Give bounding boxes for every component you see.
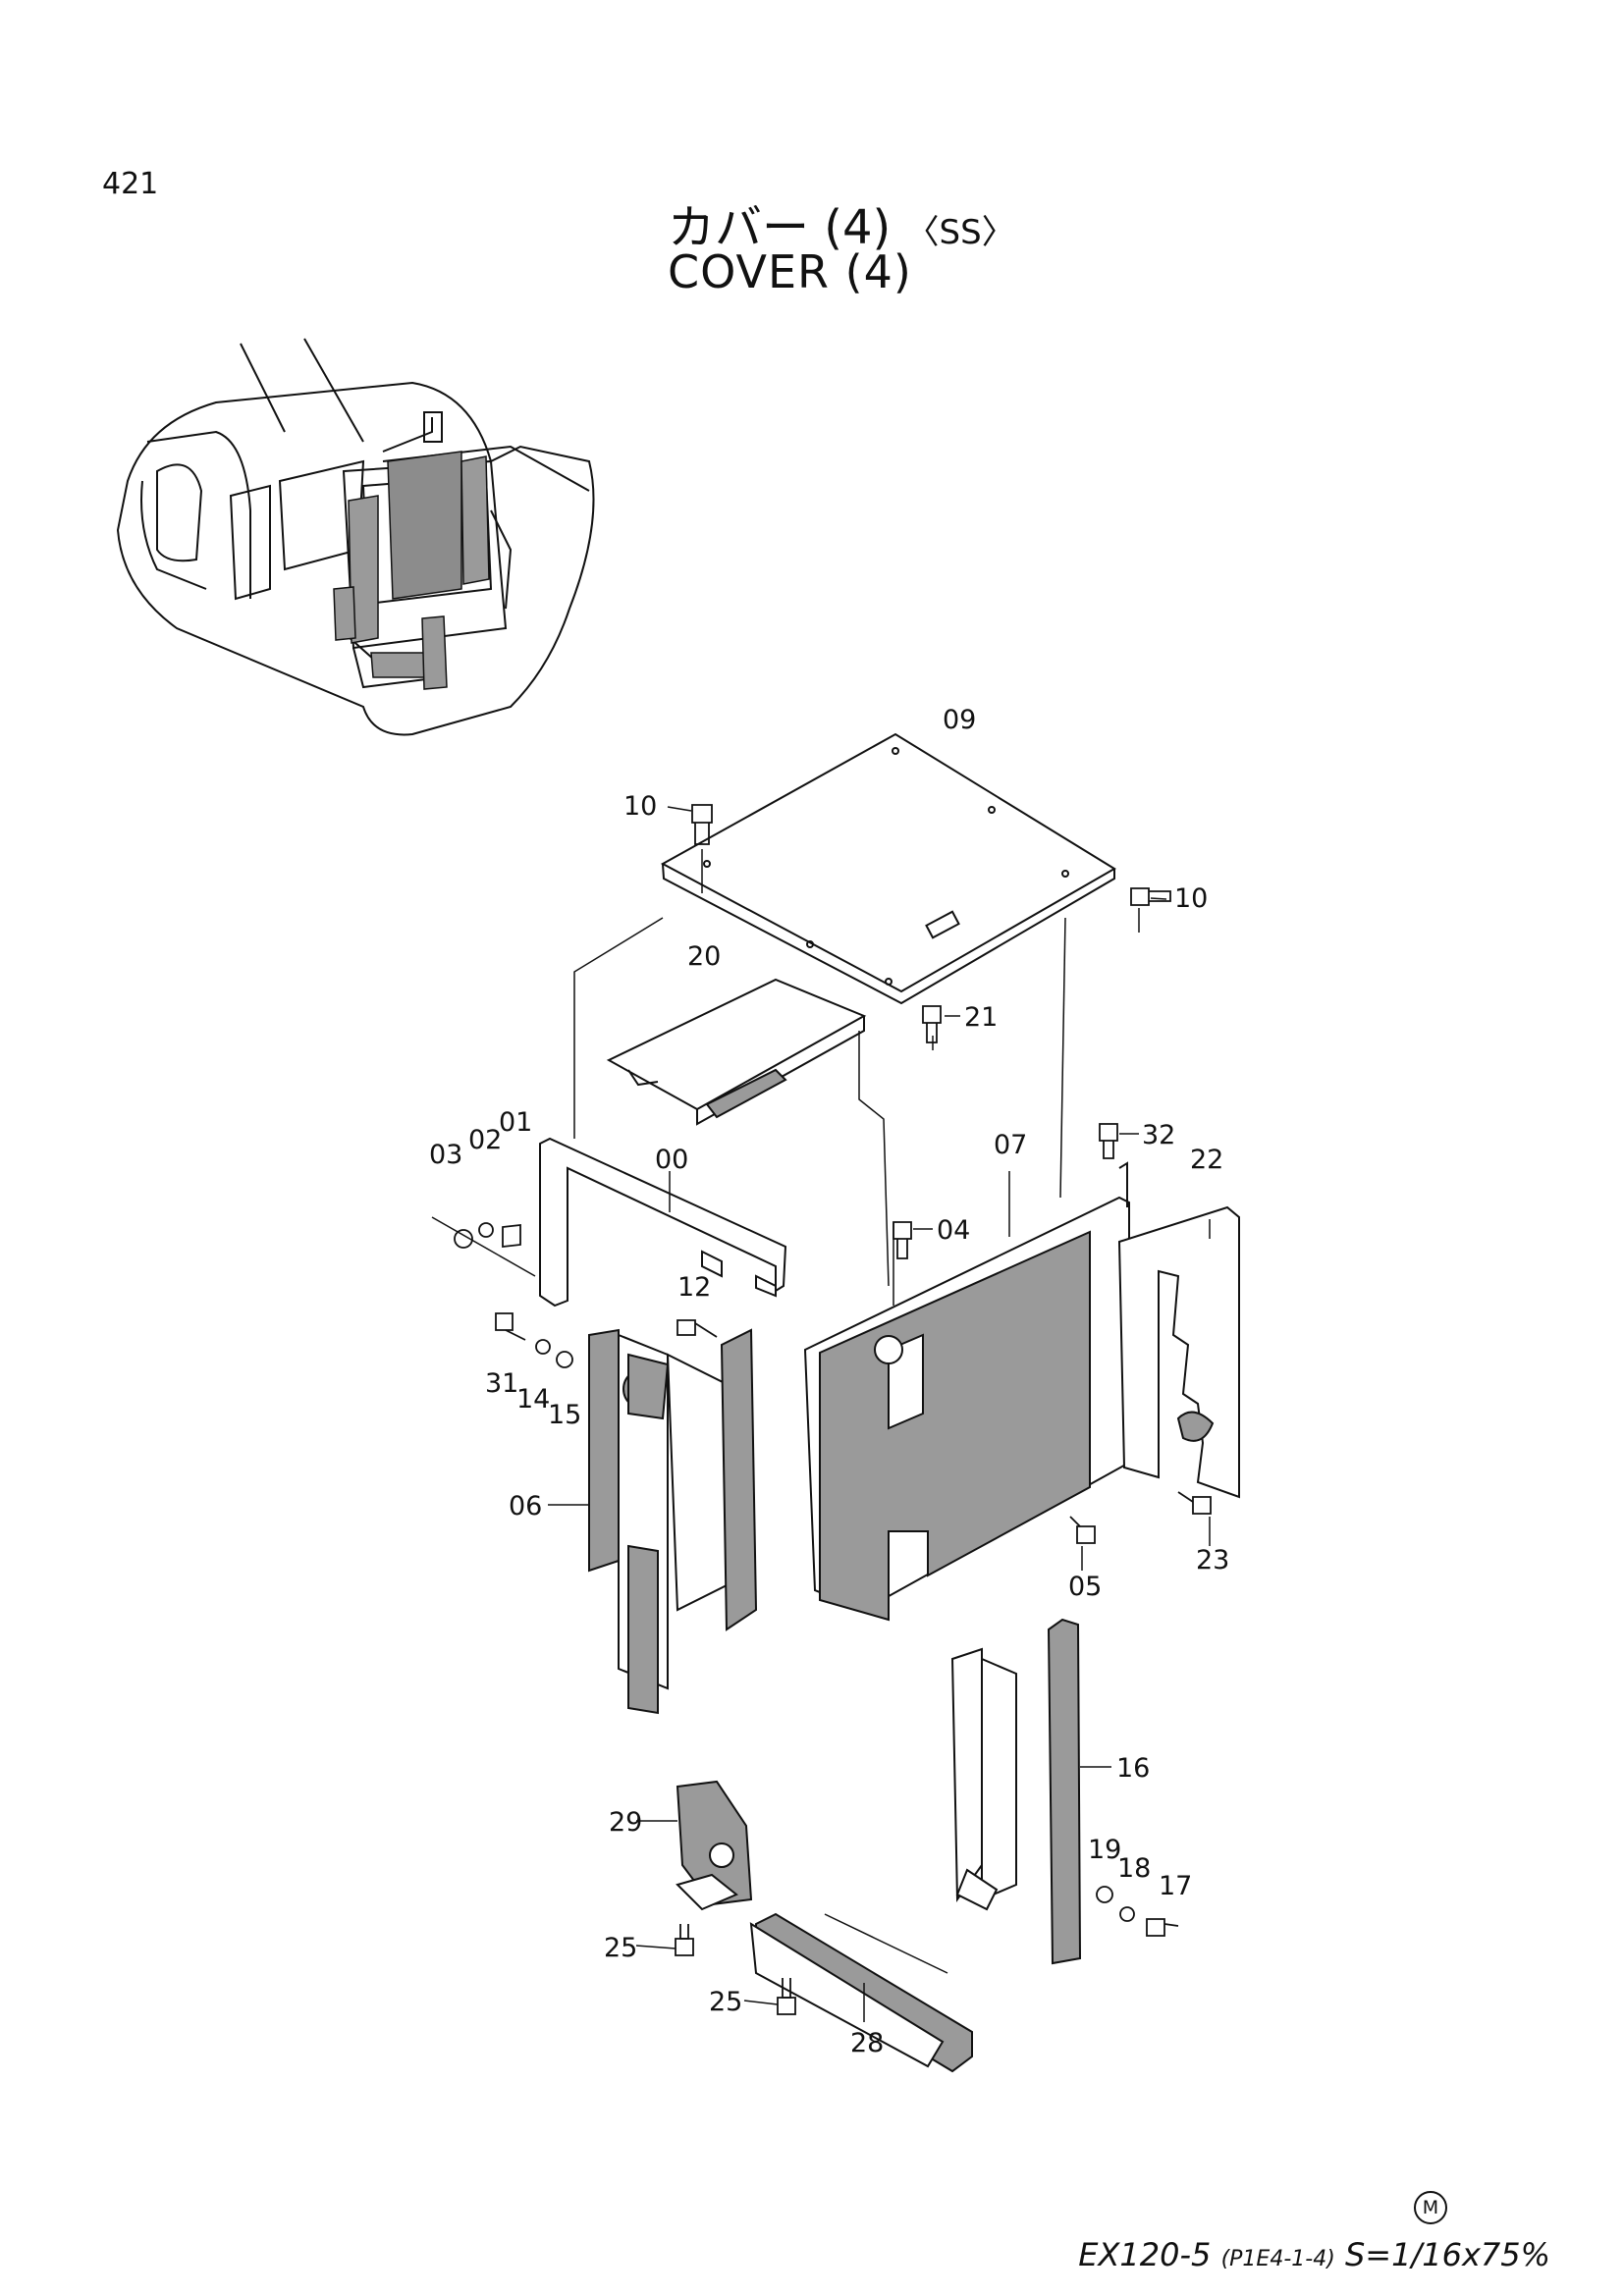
label-20: 20 (687, 941, 721, 972)
label-15: 15 (548, 1400, 581, 1430)
bolt-25-left (675, 1924, 694, 1956)
page-number: 421 (102, 167, 159, 201)
label-25-left: 25 (604, 1933, 637, 1963)
washer-18 (1119, 1906, 1135, 1922)
part-07-main-cover (803, 1161, 1130, 1622)
part-22-side-bracket (1117, 1205, 1240, 1499)
bolt-10-left (691, 804, 713, 845)
footer-scale: S=1/16x75% (1344, 2236, 1550, 2273)
label-22: 22 (1190, 1145, 1223, 1175)
m-mark-symbol: M (1414, 2191, 1447, 2224)
part-center-frame (950, 1647, 1017, 1911)
label-05: 05 (1068, 1572, 1102, 1602)
label-10-left: 10 (623, 791, 657, 822)
bolt-12 (676, 1319, 718, 1338)
footer-code: (P1E4-1-4) (1220, 2247, 1335, 2271)
bolt-21 (922, 1005, 942, 1043)
thumbnail-highlight (333, 451, 490, 690)
bolt-10-right (1130, 887, 1171, 906)
footer-model-info: EX120-5 (P1E4-1-4) S=1/16x75% (1078, 2236, 1550, 2273)
label-16: 16 (1116, 1753, 1150, 1784)
part-00-frame (539, 1137, 787, 1308)
label-01: 01 (499, 1107, 532, 1138)
part-20-inner-plate (606, 978, 867, 1126)
page-title-japanese: カバー (4) 〈SS〉 (668, 188, 1015, 257)
label-29: 29 (609, 1807, 642, 1838)
title-jp-text: カバー (4) (668, 200, 892, 255)
bolt-31 (495, 1312, 526, 1341)
label-32: 32 (1142, 1120, 1175, 1150)
part-09-top-cover (660, 732, 1116, 1005)
part-16-vertical-bar (1047, 1618, 1082, 1965)
label-19: 19 (1088, 1835, 1121, 1865)
label-10-right: 10 (1174, 883, 1208, 914)
label-14: 14 (516, 1384, 550, 1415)
assembly-leader-lines (431, 849, 1140, 1974)
page-title-english: COVER (4) (668, 245, 912, 298)
label-09: 09 (943, 705, 976, 735)
label-02: 02 (468, 1125, 502, 1155)
fasteners (454, 804, 1212, 2015)
label-21: 21 (964, 1002, 998, 1033)
label-12: 12 (677, 1272, 711, 1303)
bolt-01 (502, 1223, 521, 1249)
bolt-32 (1099, 1123, 1118, 1159)
title-jp-suffix: 〈SS〉 (905, 213, 1015, 252)
label-28: 28 (850, 2028, 884, 2058)
label-04: 04 (937, 1215, 970, 1246)
bolt-05 (1069, 1516, 1096, 1544)
label-leaders (548, 806, 1211, 2022)
washer-14 (535, 1339, 551, 1355)
bolt-17 (1146, 1918, 1179, 1937)
washer-19 (1096, 1886, 1113, 1903)
label-17: 17 (1159, 1871, 1192, 1901)
label-07: 07 (994, 1130, 1027, 1160)
part-29-bracket (676, 1780, 753, 1911)
footer-model: EX120-5 (1078, 2236, 1212, 2273)
bolt-23 (1177, 1491, 1212, 1515)
label-03: 03 (429, 1140, 462, 1170)
part-06-left-panel (588, 1328, 758, 1715)
bolt-25-right (777, 1978, 796, 2015)
part-number-labels: 09 10 10 20 21 32 22 07 00 01 02 03 04 1… (429, 705, 1229, 2058)
washer-15 (556, 1351, 573, 1368)
label-23: 23 (1196, 1545, 1229, 1575)
label-25-right: 25 (709, 1987, 742, 2017)
label-06: 06 (509, 1491, 542, 1522)
label-31: 31 (485, 1368, 518, 1399)
bolt-04 (893, 1221, 912, 1259)
washer-02 (478, 1222, 494, 1238)
label-00: 00 (655, 1145, 688, 1175)
washer-03 (454, 1229, 473, 1249)
label-18: 18 (1117, 1853, 1151, 1884)
